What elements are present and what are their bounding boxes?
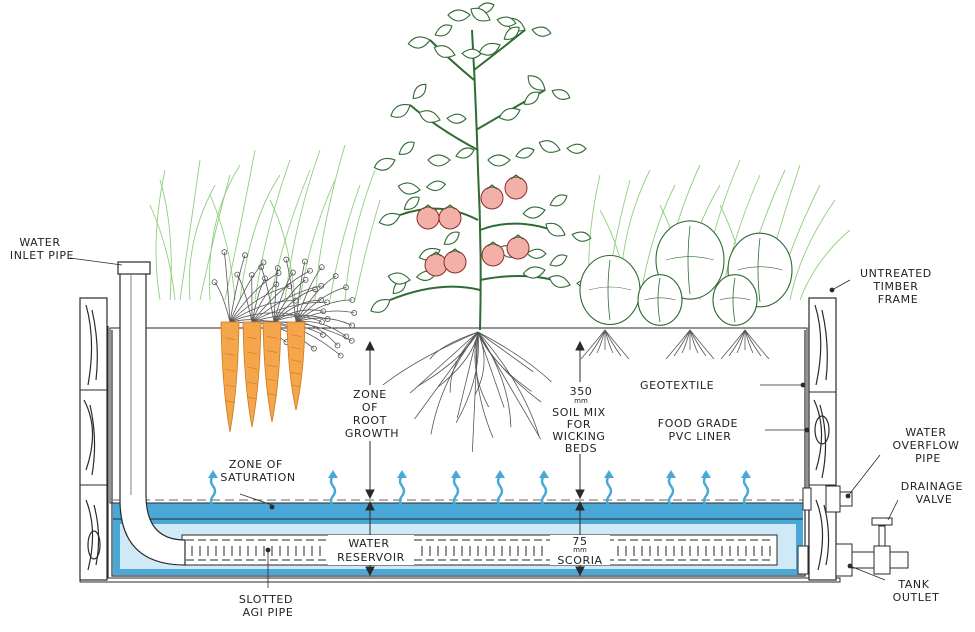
svg-text:350: 350 (570, 385, 593, 398)
label-scoria: 75 mm SCORIA (550, 535, 610, 567)
label-food-grade-pvc-liner: FOOD GRADE PVC LINER (658, 417, 742, 443)
label-tank-outlet: TANK OUTLET (893, 578, 940, 604)
label-water-overflow-pipe: WATER OVERFLOW PIPE (892, 426, 963, 465)
tank (79, 326, 841, 583)
svg-text:mm: mm (574, 397, 588, 405)
label-water-inlet-pipe: WATER INLET PIPE (10, 236, 74, 262)
label-drainage-valve: DRAINAGE VALVE (901, 480, 967, 506)
tomato-plant (370, 2, 597, 452)
timber-frame-left (79, 297, 108, 581)
label-soil-mix: 350 mm SOIL MIX FOR WICKING BEDS (545, 382, 617, 455)
carrot-plants (211, 249, 358, 433)
slotted-agi-pipe (181, 534, 778, 566)
svg-text:75: 75 (572, 535, 587, 548)
timber-frame-right (808, 297, 837, 581)
label-water-reservoir: WATER RESERVOIR (328, 535, 414, 565)
label-zone-of-root-growth: ZONE OF ROOT GROWTH (340, 385, 404, 441)
svg-text:WATER RESERVOIR: WATER RESERVOIR (337, 537, 405, 564)
label-slotted-agi-pipe: SLOTTED AGI PIPE (239, 593, 297, 619)
leafy-greens (579, 220, 793, 360)
svg-text:mm: mm (573, 546, 587, 554)
drainage-valve (797, 517, 909, 577)
label-zone-of-saturation: ZONE OF SATURATION (220, 458, 295, 484)
water-inlet-pipe (117, 261, 186, 566)
svg-text:SCORIA: SCORIA (557, 554, 602, 567)
svg-text:SOIL MIX FOR WICKI: SOIL MIX FOR WICKING BEDS (552, 406, 610, 455)
leader-lines (69, 257, 899, 588)
label-geotextile: GEOTEXTILE (640, 379, 714, 392)
label-untreated-timber-frame: UNTREATED TIMBER FRAME (860, 267, 936, 306)
overflow-pipe-fitting (802, 485, 853, 513)
svg-text:ZONE OF ROOT: ZONE OF ROOT GROWTH (345, 388, 399, 440)
wicking-arrows (208, 470, 751, 507)
